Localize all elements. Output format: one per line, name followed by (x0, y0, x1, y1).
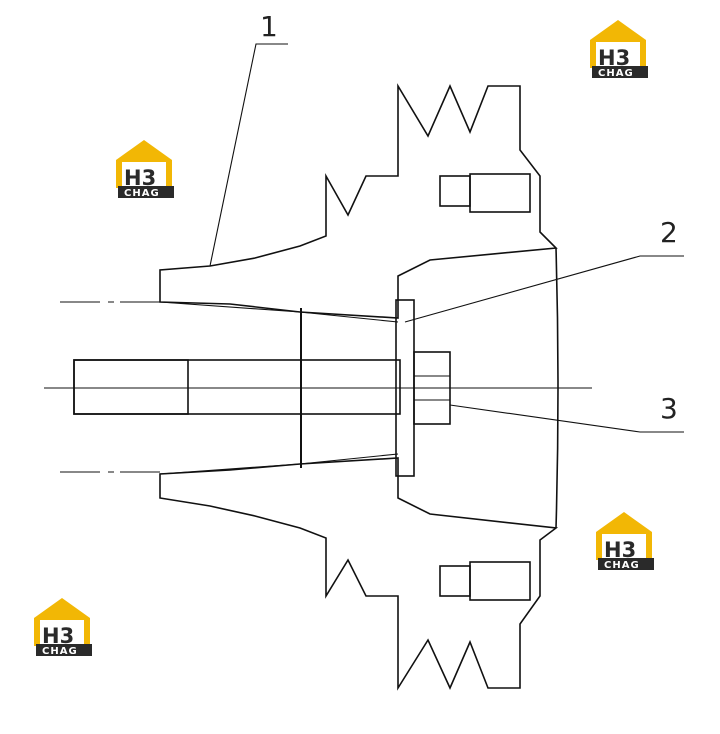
logo-subtext: CHAG (598, 68, 634, 79)
callout-1-label: 1 (260, 10, 278, 43)
watermark-logo-top-right: H3 CHAG (590, 20, 648, 79)
watermark-logo-right-lower: H3 CHAG (596, 512, 654, 571)
logo-subtext: CHAG (42, 646, 78, 657)
set-screw-lower (439, 561, 531, 601)
pulley-lower-section (159, 457, 559, 691)
callout-2: 2 (404, 216, 684, 323)
bolt-shank (73, 359, 401, 415)
logo-subtext: CHAG (604, 560, 640, 571)
bore-taper-upper (159, 301, 399, 323)
callout-3: 3 (449, 392, 684, 433)
callout-1: 1 (209, 10, 288, 267)
shaft (60, 301, 401, 473)
callout-2-label: 2 (660, 216, 678, 249)
pulley-upper-section (159, 83, 558, 319)
callout-3-label: 3 (660, 392, 678, 425)
set-screw-upper (439, 173, 531, 213)
bore-taper-lower (159, 453, 399, 475)
watermark-logo-left-lower: H3 CHAG (34, 598, 92, 657)
pulley-section (159, 83, 559, 691)
watermark-logo-left-upper: H3 CHAG (116, 140, 174, 199)
bolt-thread (73, 359, 189, 415)
logo-subtext: CHAG (124, 188, 160, 199)
